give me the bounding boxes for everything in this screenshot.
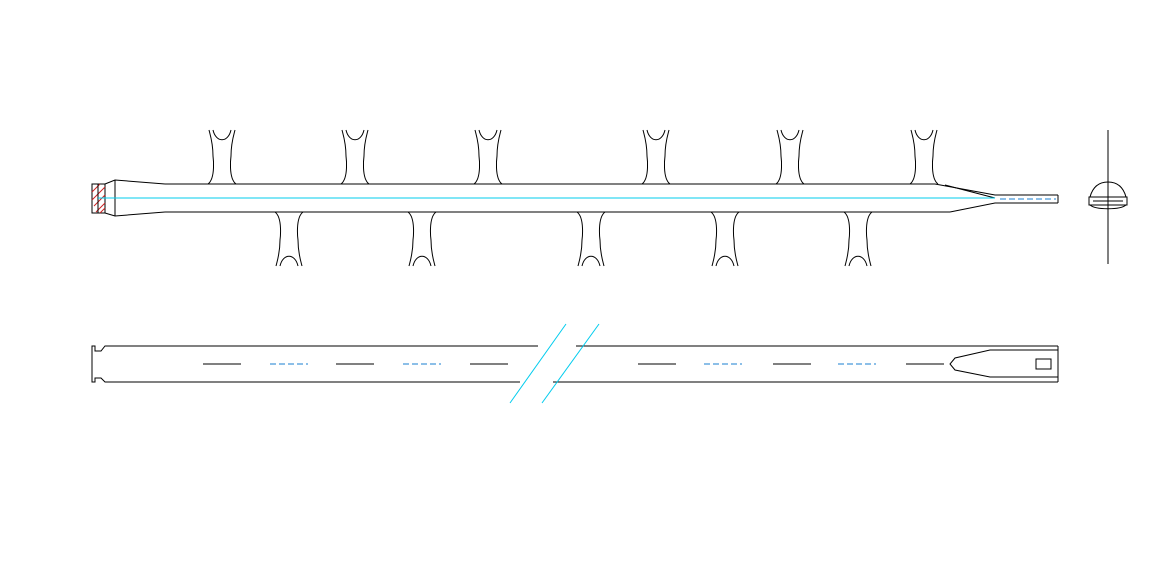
break-line (541, 323, 600, 404)
upper-barb (641, 129, 671, 185)
upper-barb (473, 129, 503, 185)
end-view (1088, 130, 1128, 264)
lower-barbs (274, 211, 873, 267)
upper-barb (207, 129, 237, 185)
plan-left-end (91, 345, 155, 383)
main-body (165, 183, 950, 213)
lower-barb (576, 211, 606, 267)
upper-barb (775, 129, 805, 185)
plan-tab-slot (1035, 358, 1052, 370)
end-view-dome (1089, 181, 1127, 198)
upper-barb (340, 129, 370, 185)
end-cap-section (91, 183, 106, 214)
lower-barb (407, 211, 437, 267)
side-view (91, 129, 1059, 267)
end-view-base (1088, 196, 1128, 206)
plan-tab (949, 349, 1058, 378)
plan-view (91, 323, 1059, 404)
upper-barb (909, 129, 939, 185)
upper-barbs (207, 129, 939, 185)
lower-barb (843, 211, 873, 267)
tapered-tail (934, 183, 1059, 213)
break-line (509, 323, 567, 404)
lower-barb (274, 211, 304, 267)
lower-barb (710, 211, 740, 267)
